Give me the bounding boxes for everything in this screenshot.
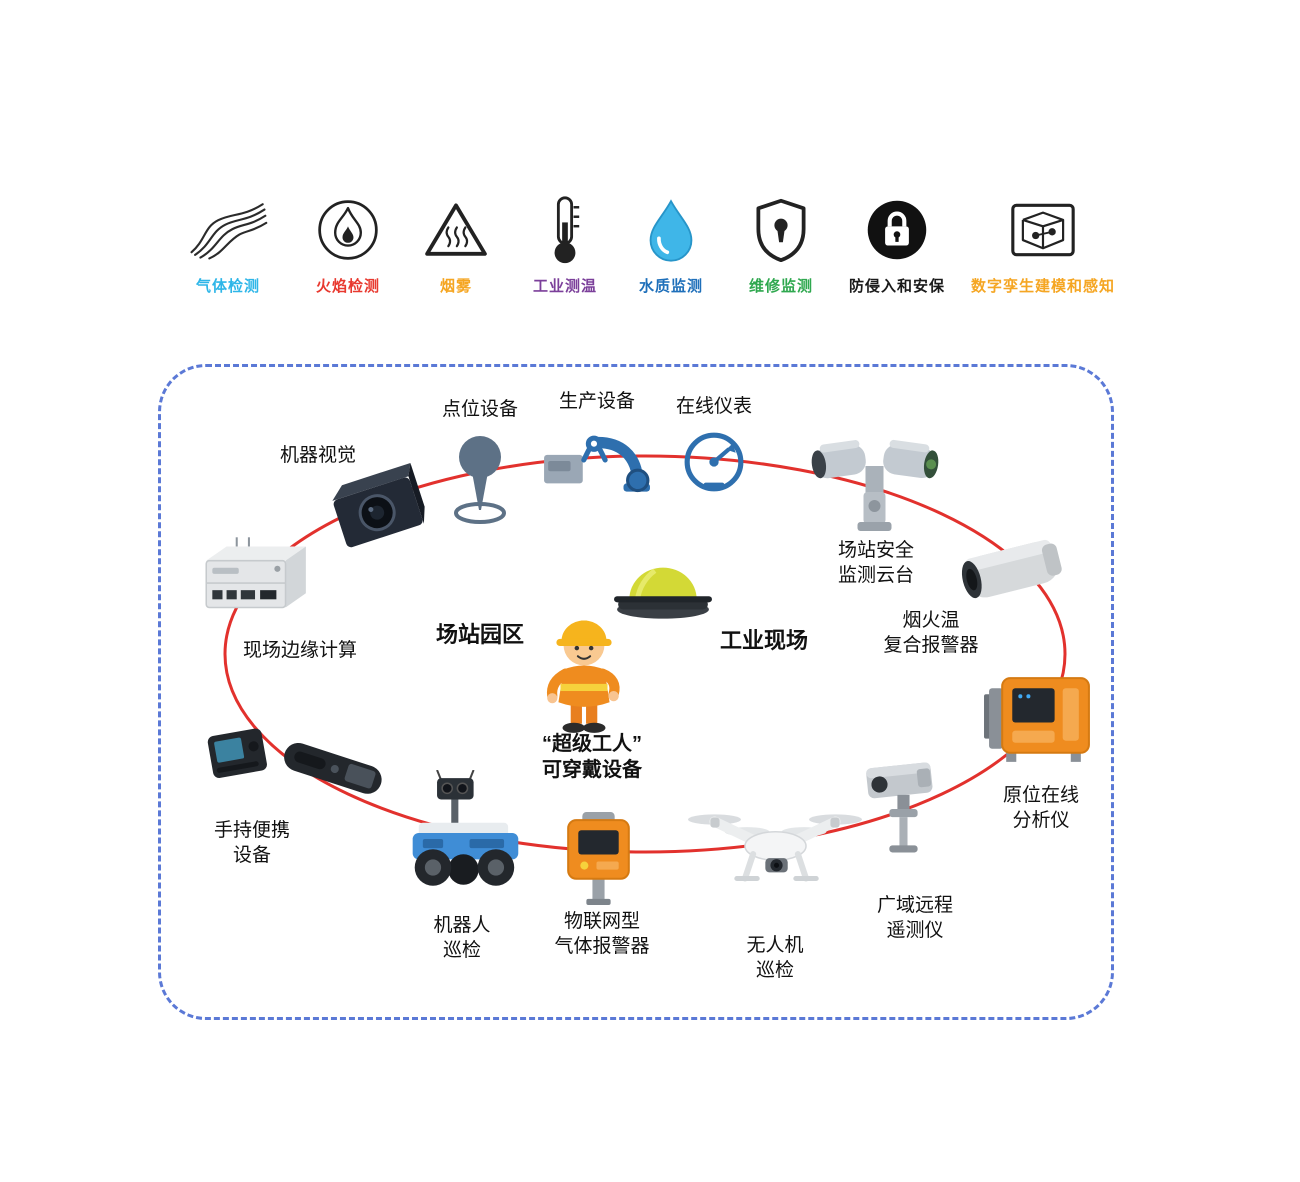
station-ptz-camera [806,430,944,538]
legend-item-maintenance: 维修监测 [749,194,813,296]
super-worker-figure [522,598,646,736]
diagram-boundary [158,364,1114,1020]
legend-label: 数字孪生建模和感知 [970,278,1116,295]
water-drop-icon [645,194,697,266]
production-equipment-robot-arm-icon [540,424,652,496]
edge-computing-label: 现场边缘计算 [242,640,357,661]
iot-gas-alarm-label: 物联网型 气体报警器 [554,911,650,958]
legend-item-security: 防侵入和安保 [849,194,945,296]
wearable-label: “超级工人” 可穿戴设备 [542,733,642,782]
point-device-pin-icon [448,430,513,525]
machine-vision-label: 机器视觉 [279,445,356,466]
flame-icon [316,194,380,266]
iot-gas-alarm-device [556,810,642,906]
digital-twin-box-icon [1008,194,1078,266]
zone-station-label: 场站园区 [435,622,524,647]
lock-circle-icon [865,194,929,266]
machine-vision-camera [318,460,433,552]
legend-label: 烟雾 [439,278,472,295]
legend-label: 气体检测 [195,278,260,295]
gas-waves-icon [188,194,268,266]
inspection-robot [398,770,536,902]
point-device-label: 点位设备 [441,399,518,420]
handheld-label: 手持便携 设备 [213,820,290,867]
shield-keyhole-icon [752,194,810,266]
legend-label: 工业测温 [532,278,598,295]
legend-label: 水质监测 [638,278,704,295]
insitu-analyzer-label: 原位在线 分析仪 [1002,785,1079,832]
insitu-analyzer-device [982,670,1098,766]
legend-label: 维修监测 [748,278,814,295]
legend-item-smoke: 烟雾 [422,194,490,296]
online-instrument-label: 在线仪表 [675,396,752,417]
remote-telemetry-label: 广域远程 遥测仪 [876,895,953,942]
legend-label: 防侵入和安保 [848,278,946,295]
legend-item-gas-detection: 气体检测 [188,194,268,296]
remote-telemetry-device [853,750,959,862]
online-instrument-gauge-icon [682,430,746,494]
fire-temp-alarm-camera [948,518,1080,616]
robot-inspection-label: 机器人 巡检 [433,915,491,962]
legend-item-flame-detection: 火焰检测 [316,194,380,296]
legend-item-digital-twin: 数字孪生建模和感知 [971,194,1115,296]
production-equipment-label: 生产设备 [558,391,635,412]
handheld-devices [196,716,394,812]
inspection-drone [686,793,864,905]
legend-label: 火焰检测 [315,278,381,295]
smart-helmet-device [612,550,714,622]
station-ptz-label: 场站安全 监测云台 [837,540,914,587]
fire-temp-alarm-label: 烟火温 复合报警器 [883,610,979,657]
edge-computing-box [192,534,314,626]
drone-inspection-label: 无人机 巡检 [746,935,804,982]
smoke-triangle-icon [422,194,490,266]
legend-item-industrial-temp: 工业测温 [533,194,597,296]
thermometer-icon [547,194,583,266]
zone-industrial-label: 工业现场 [719,628,808,653]
legend-item-water-quality: 水质监测 [639,194,703,296]
